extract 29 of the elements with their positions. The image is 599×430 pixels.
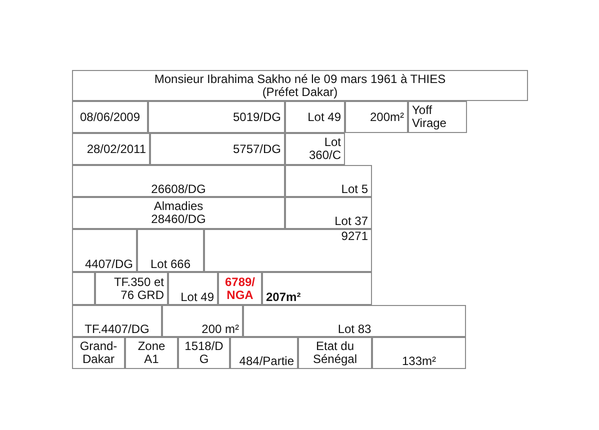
cell-text: 4407/DG bbox=[84, 258, 133, 271]
cell-text: Lot 37 bbox=[334, 215, 368, 228]
cell-text: Lot 49 bbox=[308, 110, 341, 124]
cell-text: TF.350 et 76 GRD bbox=[112, 276, 164, 302]
cell-text: 1518/DG bbox=[184, 340, 224, 366]
cell-text: TF.4407/DG bbox=[84, 323, 150, 336]
cell-text: Lot 360/C bbox=[308, 136, 341, 162]
cell-text: 5757/DG bbox=[232, 142, 281, 156]
cell-text: 133m² bbox=[402, 355, 436, 368]
cell-text: Yoff Virage bbox=[412, 104, 448, 130]
cell-text: Lot 83 bbox=[338, 323, 372, 336]
cell-text: Lot 5 bbox=[341, 183, 368, 196]
cell-text: 200 m² bbox=[202, 323, 239, 336]
cell-text: Etat du Sénégal bbox=[312, 340, 358, 366]
cell-text: 9271 bbox=[341, 230, 368, 243]
cell-text: Grand-Dakar bbox=[78, 340, 118, 366]
cell-text: 5019/DG bbox=[232, 110, 281, 124]
cell-text: 08/06/2009 bbox=[80, 110, 140, 124]
cell-text: 200m² bbox=[370, 110, 404, 124]
cell-text: 484/Partie bbox=[239, 355, 294, 368]
cell-text: Almadies 28460/DG bbox=[150, 200, 207, 226]
cell-text: 28/02/2011 bbox=[86, 142, 146, 156]
cell-text: 6789/NGA bbox=[224, 276, 256, 302]
cell-text: Lot 49 bbox=[180, 291, 214, 304]
cell-text: 207m² bbox=[266, 291, 301, 304]
cell-text: Lot 666 bbox=[150, 258, 191, 271]
cell-text: 26608/DG bbox=[151, 183, 206, 196]
cell-text: Zone A1 bbox=[136, 340, 166, 366]
header-text: Monsieur Ibrahima Sakho né le 09 mars 1961 à THIES (Préfet Dakar) bbox=[153, 72, 447, 98]
